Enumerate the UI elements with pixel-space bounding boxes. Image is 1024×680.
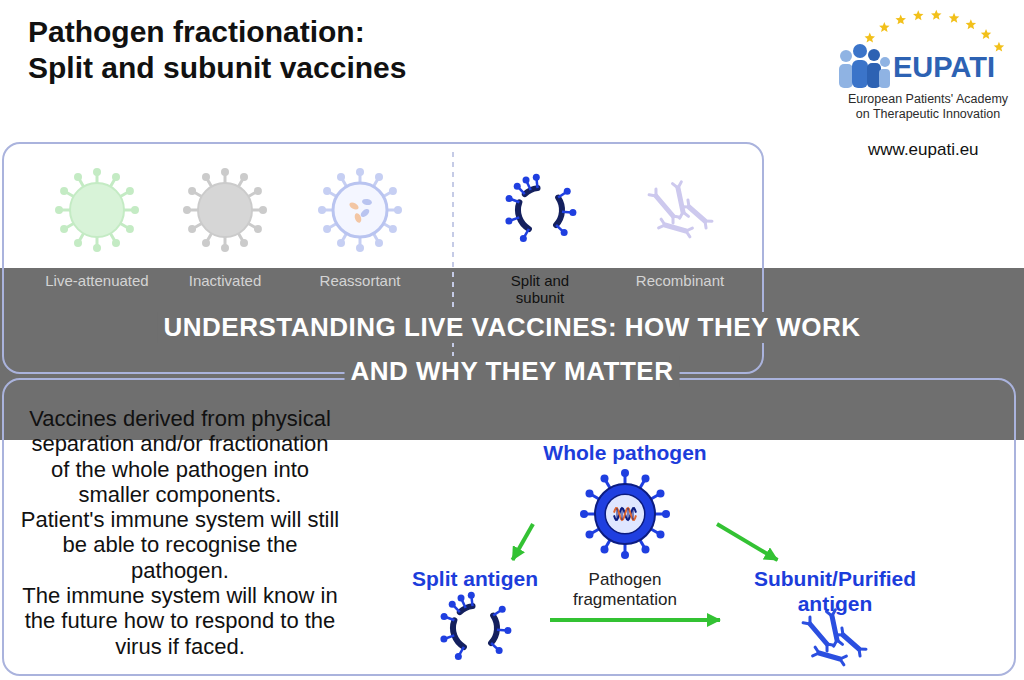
logo-star <box>931 10 941 20</box>
logo-star <box>895 14 905 24</box>
description-text: The immune system will know in the futur… <box>20 583 340 659</box>
logo-star <box>865 33 875 43</box>
antigen-node: Whole pathogen <box>533 440 717 552</box>
vaccine-type-label: Recombinant <box>615 272 745 289</box>
antigen-heading: Split antigen <box>412 566 538 591</box>
virus-icon <box>183 168 267 252</box>
split-antigen-icon <box>440 592 511 660</box>
logo-star <box>966 19 976 29</box>
process-label: Pathogen fragmentation <box>565 570 685 611</box>
website: www.eupati.eu <box>868 140 979 160</box>
antigen-node: Split antigen <box>400 560 550 660</box>
subunit-antigen-icon <box>803 610 866 665</box>
logo-star <box>994 42 1004 52</box>
flow-arrow <box>717 524 778 560</box>
description-text: Vaccines derived from physical separatio… <box>20 406 340 507</box>
antigen-heading: Whole pathogen <box>543 440 706 465</box>
description-text: Patient's immune system will still be ab… <box>20 507 340 583</box>
people-logo <box>839 44 890 88</box>
logo-name: EUPATI <box>893 50 995 85</box>
flow-arrow <box>513 524 534 560</box>
logo-star <box>913 10 923 20</box>
logo-star <box>981 29 991 39</box>
page-title: Pathogen fractionation: Split and subuni… <box>28 14 423 86</box>
logo-star <box>949 13 959 23</box>
banner-text: UNDERSTANDING LIVE VACCINES: HOW THEY WO… <box>157 312 866 343</box>
flow-arrow <box>550 618 720 622</box>
logo-subtitle: European Patients' Academy on Therapeuti… <box>842 92 1014 122</box>
antigen-node: Subunit/Purified antigen <box>720 560 950 660</box>
antigen-heading: Subunit/Purified antigen <box>725 566 945 616</box>
vaccine-type-label: Split and subunit <box>495 272 585 307</box>
split-antigen-icon <box>505 174 576 242</box>
vaccine-type-label: Inactivated <box>160 272 290 289</box>
virus-icon <box>318 168 402 252</box>
virus-icon <box>580 469 670 559</box>
panel-box: Whole pathogenSplit antigen Subunit/Purif… <box>2 378 1016 676</box>
subunit-antigen-icon <box>649 182 712 237</box>
vaccine-type-label: Live-attenuated <box>32 272 162 289</box>
logo-star <box>879 22 889 32</box>
banner-text: AND WHY THEY MATTER <box>345 356 680 387</box>
vaccine-type-label: Reassortant <box>295 272 425 289</box>
virus-icon <box>55 168 139 252</box>
